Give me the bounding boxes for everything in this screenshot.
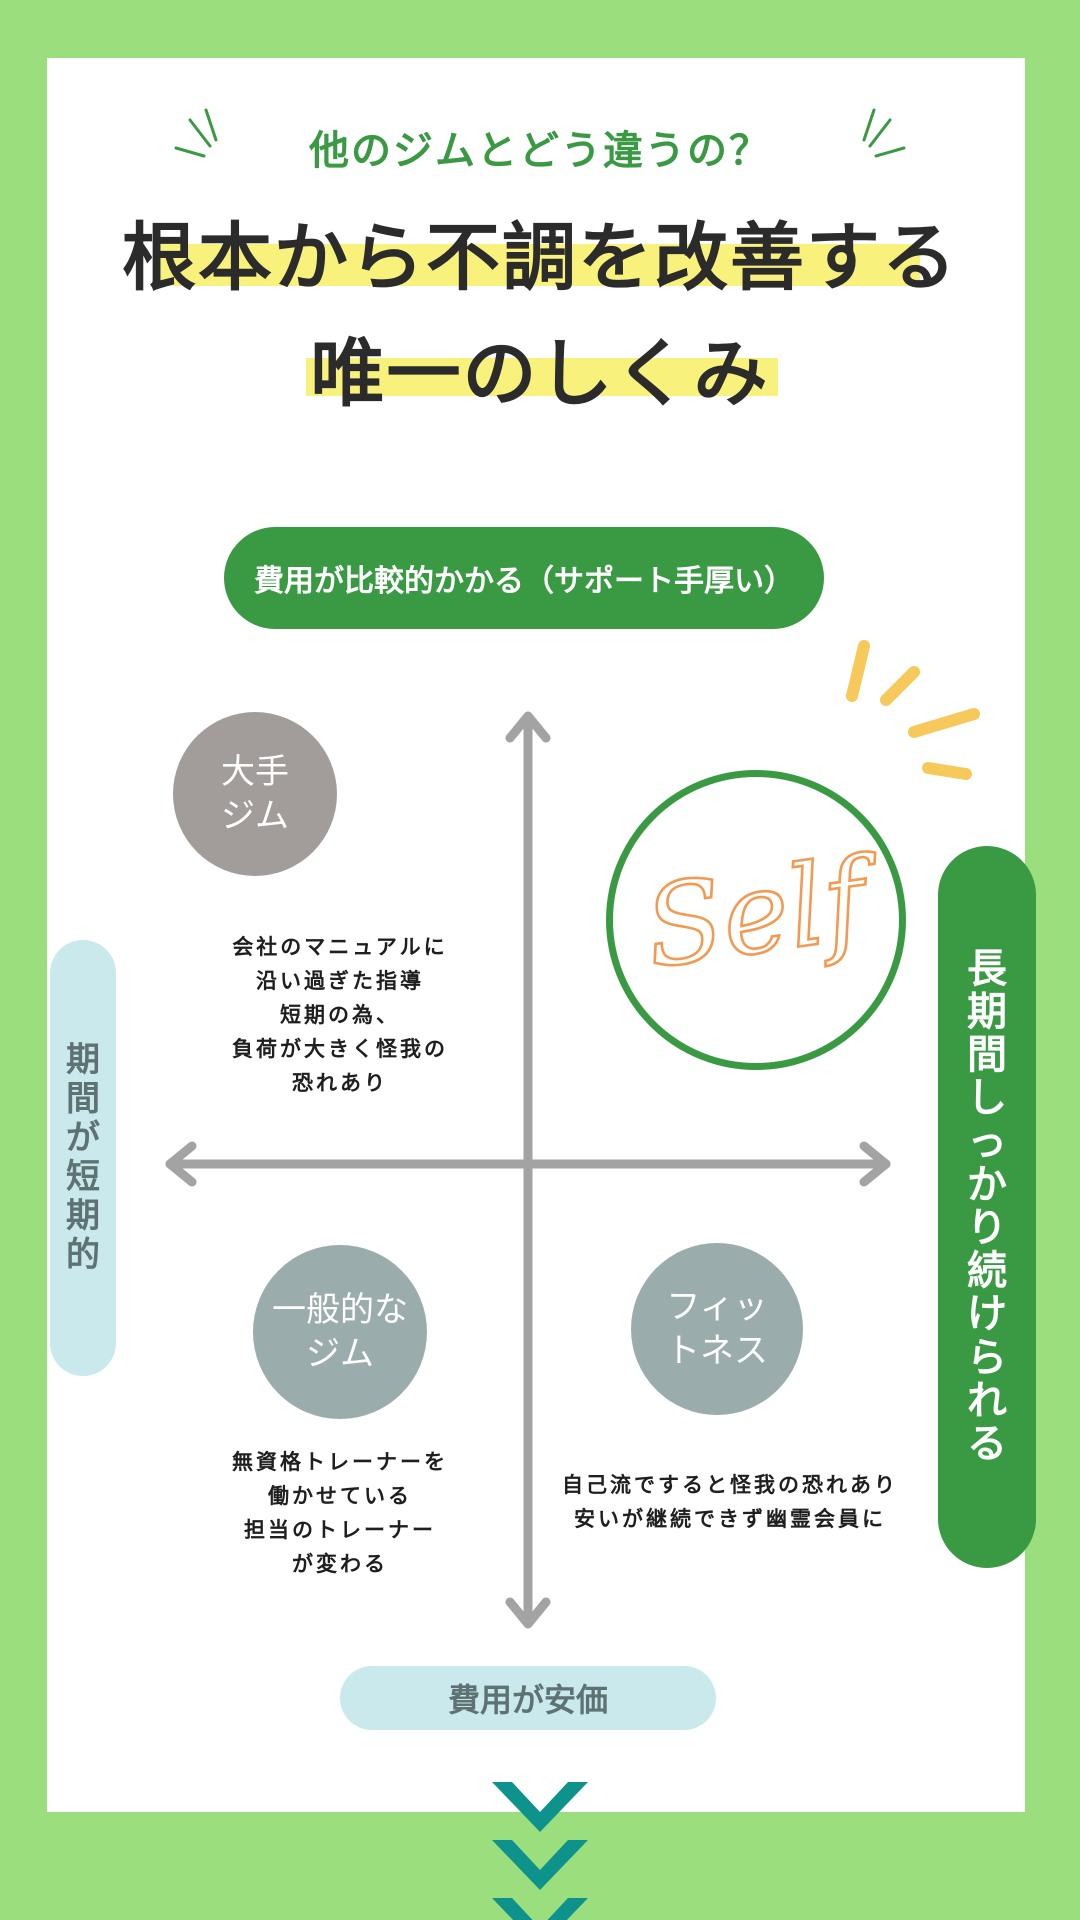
self-logo: Self bbox=[640, 831, 880, 995]
large-gym-desc-3: 短期の為、 bbox=[280, 1003, 400, 1027]
large-gym-description: 会社のマニュアルに 沿い過ぎた指導 短期の為、 負荷が大きく怪我の 恐れあり bbox=[200, 930, 480, 1100]
axis-label-right-text: 長期間しっかり続けられる bbox=[967, 945, 1007, 1467]
headline-line-2: 唯一のしくみ bbox=[310, 331, 770, 417]
general-gym-desc-4: が変わる bbox=[292, 1552, 388, 1576]
large-gym-desc-4: 負荷が大きく怪我の bbox=[232, 1037, 448, 1061]
arrow-right-head bbox=[859, 1141, 891, 1187]
large-gym-circle: 大手 ジム bbox=[173, 712, 337, 876]
large-gym-label-1: 大手 bbox=[221, 751, 289, 792]
large-gym-desc-5: 恐れあり bbox=[292, 1071, 388, 1095]
arrow-up-head bbox=[505, 711, 551, 743]
fitness-label-2: トネス bbox=[666, 1331, 768, 1371]
axis-label-left-text: 期間が短期的 bbox=[66, 1039, 100, 1276]
fitness-desc-1: 自己流ですると怪我の恐れあり bbox=[562, 1473, 898, 1497]
general-gym-desc-1: 無資格トレーナーを bbox=[232, 1450, 448, 1474]
fitness-desc-2: 安いが継続できず幽霊会員に bbox=[574, 1507, 886, 1531]
fitness-description: 自己流ですると怪我の恐れあり 安いが継続できず幽霊会員に bbox=[520, 1468, 940, 1536]
axis-label-left: 期間が短期的 bbox=[50, 940, 116, 1376]
large-gym-desc-1: 会社のマニュアルに bbox=[232, 935, 448, 959]
spark-burst-icon bbox=[846, 640, 980, 780]
axis-label-bottom: 費用が安価 bbox=[340, 1666, 716, 1730]
general-gym-label-1: 一般的な bbox=[272, 1289, 408, 1330]
large-gym-desc-2: 沿い過ぎた指導 bbox=[256, 969, 424, 993]
fitness-circle: フィッ トネス bbox=[631, 1243, 803, 1415]
headline-line-1: 根本から不調を改善する bbox=[122, 215, 958, 301]
self-logo-text: Self bbox=[640, 832, 880, 994]
spark-lines-left-icon bbox=[174, 108, 218, 158]
self-logo-circle bbox=[606, 770, 906, 1070]
general-gym-label-2: ジム bbox=[306, 1334, 374, 1374]
subtitle: 他のジムとどう違うの？ bbox=[309, 128, 771, 174]
chevron-down-icon bbox=[492, 1782, 588, 1920]
axis-label-top: 費用が比較的かかる（サポート手厚い） bbox=[224, 527, 824, 629]
arrow-down-head bbox=[505, 1597, 551, 1629]
general-gym-desc-2: 働かせている bbox=[268, 1484, 412, 1508]
headline-highlight-1 bbox=[158, 244, 920, 286]
fitness-label-1: フィッ bbox=[666, 1286, 768, 1327]
general-gym-desc-3: 担当のトレーナー bbox=[244, 1518, 436, 1542]
headline-highlight-2 bbox=[306, 358, 778, 396]
large-gym-label-2: ジム bbox=[221, 796, 289, 836]
arrow-left-head bbox=[165, 1141, 197, 1187]
general-gym-circle: 一般的な ジム bbox=[253, 1245, 427, 1419]
spark-lines-right-icon bbox=[862, 108, 906, 158]
general-gym-description: 無資格トレーナーを 働かせている 担当のトレーナー が変わる bbox=[200, 1445, 480, 1581]
axis-label-right: 長期間しっかり続けられる bbox=[938, 846, 1036, 1568]
